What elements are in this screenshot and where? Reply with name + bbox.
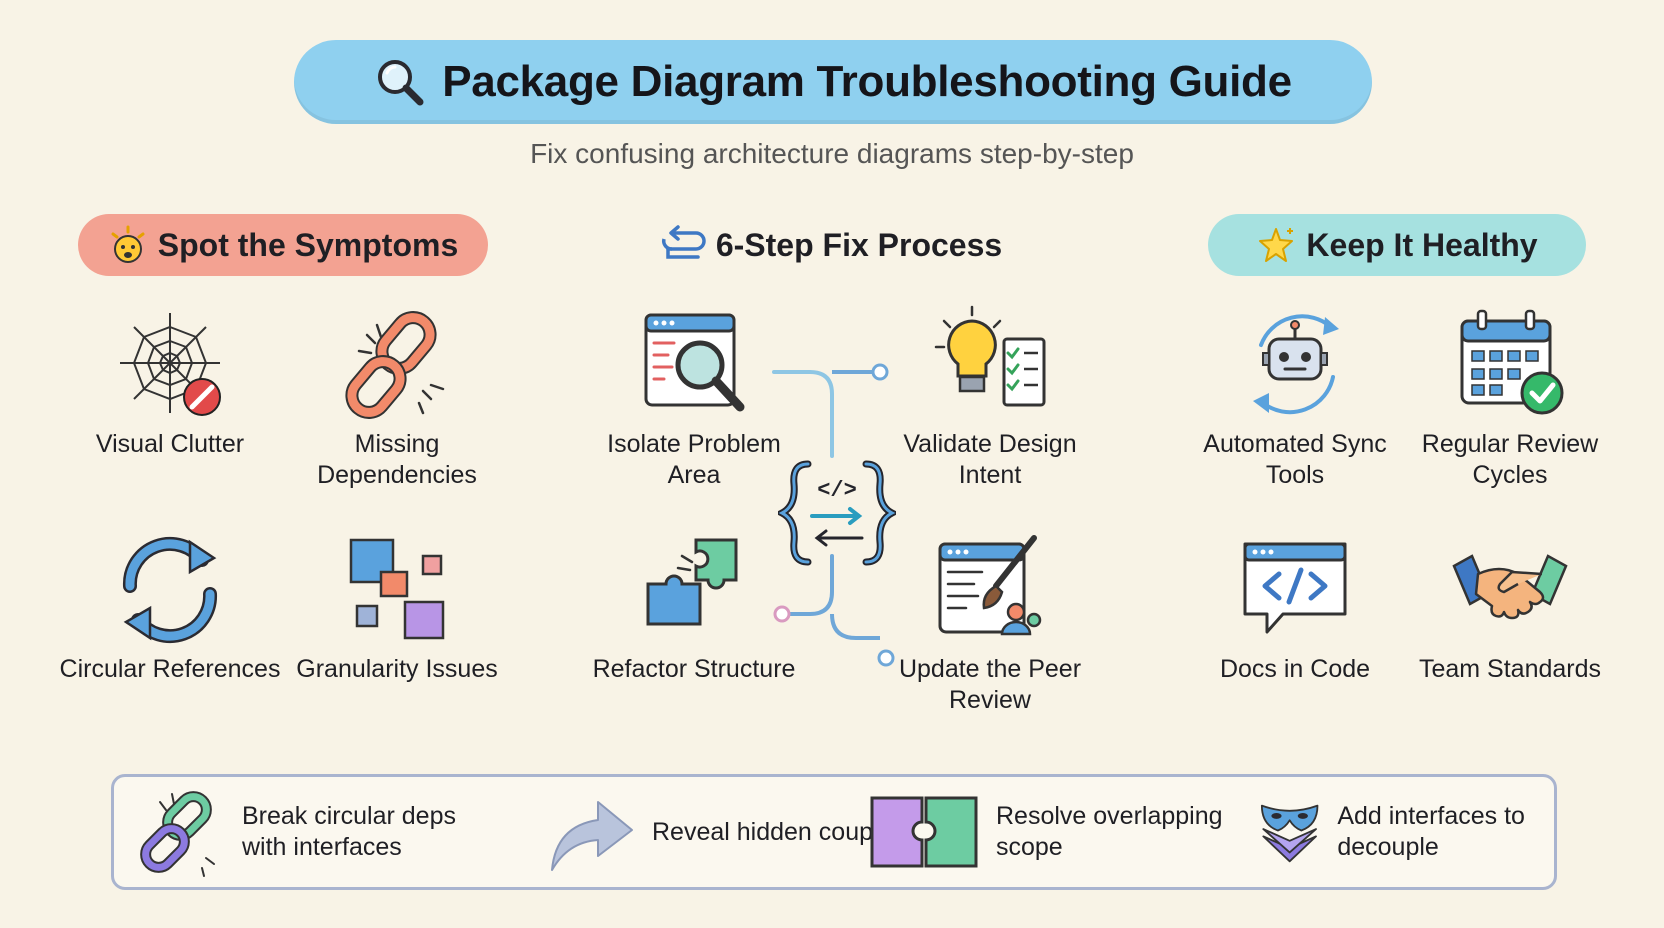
page-subtitle: Fix confusing architecture diagrams step…: [530, 138, 1134, 169]
section-healthy-header: Keep It Healthy: [1208, 214, 1586, 276]
tips-panel: Break circular deps with interfaces Reve…: [111, 774, 1557, 890]
code-search-icon: [644, 313, 745, 412]
tip-add-interfaces: Add interfaces to decouple: [1256, 777, 1554, 887]
healthy-label: Team Standards: [1418, 655, 1602, 683]
chain-link-icon: [140, 791, 215, 877]
healthy-team-standards: Team Standards: [1395, 530, 1625, 685]
handshake-icon: [1452, 554, 1568, 620]
tip-reveal-coupling: Reveal hidden coupling: [546, 777, 912, 887]
symptom-visual-clutter: Visual Clutter: [55, 305, 285, 460]
process-step-isolate: Isolate Problem Area: [579, 305, 809, 491]
process-step-label: Isolate Problem Area: [607, 430, 781, 489]
magnifier-icon: [378, 60, 424, 106]
process-step-validate: Validate Design Intent: [875, 305, 1105, 491]
broken-chain-icon: [345, 311, 445, 419]
section-healthy-title: Keep It Healthy: [1306, 226, 1538, 263]
section-process-title: 6-Step Fix Process: [715, 226, 1003, 263]
tip-text: Add interfaces to decouple: [1337, 802, 1525, 861]
code-braces-icon: </>: [778, 460, 896, 566]
curved-arrow-icon: [551, 801, 633, 871]
loop-arrow-icon: [661, 225, 706, 259]
process-step-label: Validate Design Intent: [903, 430, 1077, 489]
healthy-label: Regular Review Cycles: [1421, 430, 1599, 489]
healthy-docs-in-code: Docs in Code: [1180, 530, 1410, 685]
symptom-label: Circular References: [59, 655, 281, 683]
tip-text: Break circular deps with interfaces: [242, 802, 456, 861]
symptom-missing-dependencies: Missing Dependencies: [282, 305, 512, 491]
healthy-label: Automated Sync Tools: [1203, 430, 1387, 489]
code-paintbrush-icon: [938, 535, 1042, 636]
tip-resolve-scope: Resolve overlapping scope: [866, 777, 1256, 887]
svg-text:</>: </>: [817, 478, 857, 503]
healthy-review-cycles: Regular Review Cycles: [1395, 305, 1625, 491]
robot-sync-icon: [1253, 314, 1339, 415]
symptom-label: Granularity Issues: [296, 655, 498, 683]
process-step-update: Update the Peer Review: [875, 530, 1105, 716]
face-icon: [111, 225, 145, 263]
circular-arrows-icon: [122, 536, 218, 644]
process-step-label: Update the Peer Review: [898, 655, 1082, 714]
scattered-blocks-icon: [349, 538, 445, 640]
section-symptoms-header: Spot the Symptoms: [78, 214, 488, 276]
code-doc-icon: [1243, 542, 1347, 634]
section-process-header: 6-Step Fix Process: [640, 214, 1020, 276]
symptom-label: Visual Clutter: [95, 430, 245, 458]
process-step-refactor: Refactor Structure: [579, 530, 809, 685]
symptom-granularity-issues: Granularity Issues: [282, 530, 512, 685]
puzzle-join-icon: [870, 796, 978, 868]
tip-text: Resolve overlapping scope: [996, 802, 1223, 861]
mask-layers-icon: [1260, 804, 1319, 863]
tip-break-circular: Break circular deps with interfaces: [136, 777, 502, 887]
connector-end-dot: [877, 649, 895, 667]
healthy-automated-sync: Automated Sync Tools: [1180, 305, 1410, 491]
lightbulb-checklist-icon: [934, 305, 1046, 407]
symptom-label: Missing Dependencies: [317, 430, 477, 489]
healthy-label: Docs in Code: [1219, 655, 1371, 683]
process-connector-lines: [772, 363, 889, 640]
symptom-circular-references: Circular References: [55, 530, 285, 685]
page-title: Package Diagram Troubleshooting Guide: [442, 57, 1292, 106]
sparkle-star-icon: [1259, 228, 1294, 262]
tip-text: Reveal hidden coupling: [652, 817, 912, 846]
section-symptoms-title: Spot the Symptoms: [157, 226, 459, 263]
spider-web-icon: [120, 313, 221, 416]
title-banner: Package Diagram Troubleshooting Guide: [294, 40, 1372, 124]
puzzle-pieces-icon: [646, 538, 738, 626]
calendar-check-icon: [1460, 309, 1564, 415]
process-step-label: Refactor Structure: [592, 655, 796, 683]
